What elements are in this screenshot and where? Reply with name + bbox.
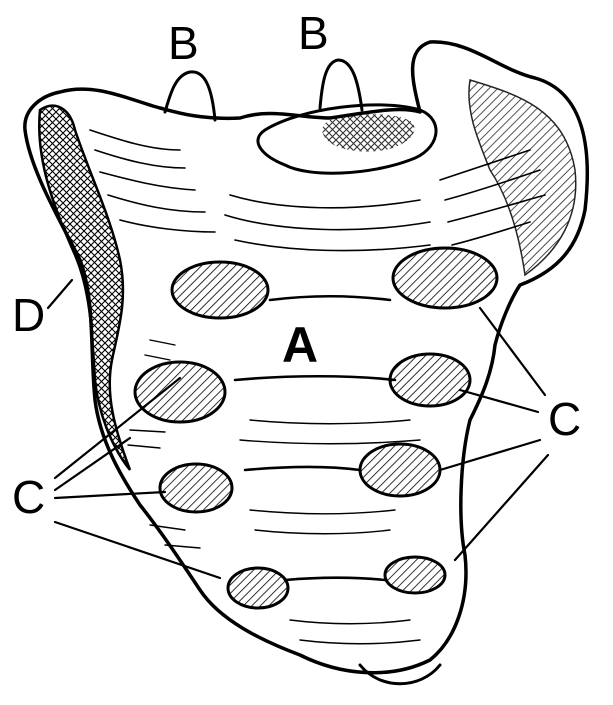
promontory <box>256 103 438 175</box>
coccyx-tip <box>358 663 442 686</box>
foramen-right-4 <box>383 555 447 595</box>
foramen-right-2 <box>388 352 472 408</box>
label-C-left: C <box>12 471 46 523</box>
foramen-right-1 <box>391 246 499 310</box>
foramina <box>133 246 499 610</box>
leader-C-left-4 <box>53 520 222 580</box>
foramen-left-2 <box>133 360 227 424</box>
transverse-ridges <box>233 294 397 582</box>
leader-C-left-2 <box>53 436 132 492</box>
leader-lines <box>46 278 550 580</box>
upper-surface-striations <box>89 129 546 252</box>
foramen-left-1 <box>170 260 270 320</box>
leader-C-right-2 <box>458 388 540 414</box>
right-articular-process <box>318 58 364 112</box>
label-C-right: C <box>548 393 582 445</box>
promontory-hatch <box>322 114 415 152</box>
auricular-surface <box>38 104 132 471</box>
leader-C-right-4 <box>453 453 550 562</box>
label-A: A <box>282 317 319 373</box>
leader-C-left-1 <box>53 376 182 480</box>
leader-C-left-3 <box>53 490 167 500</box>
sacrum-outline <box>23 40 590 675</box>
leader-D <box>46 278 74 310</box>
right-wing-shading <box>468 79 577 277</box>
foramen-left-3 <box>158 462 234 514</box>
label-B-left: B <box>168 17 199 69</box>
foramen-left-4 <box>226 566 290 610</box>
label-B-right: B <box>298 7 329 59</box>
label-D: D <box>12 289 46 341</box>
foramen-right-3 <box>358 442 442 498</box>
body-striations <box>127 339 421 645</box>
leader-C-right-1 <box>478 306 547 397</box>
leader-C-right-3 <box>438 438 542 472</box>
left-articular-process <box>163 70 217 122</box>
